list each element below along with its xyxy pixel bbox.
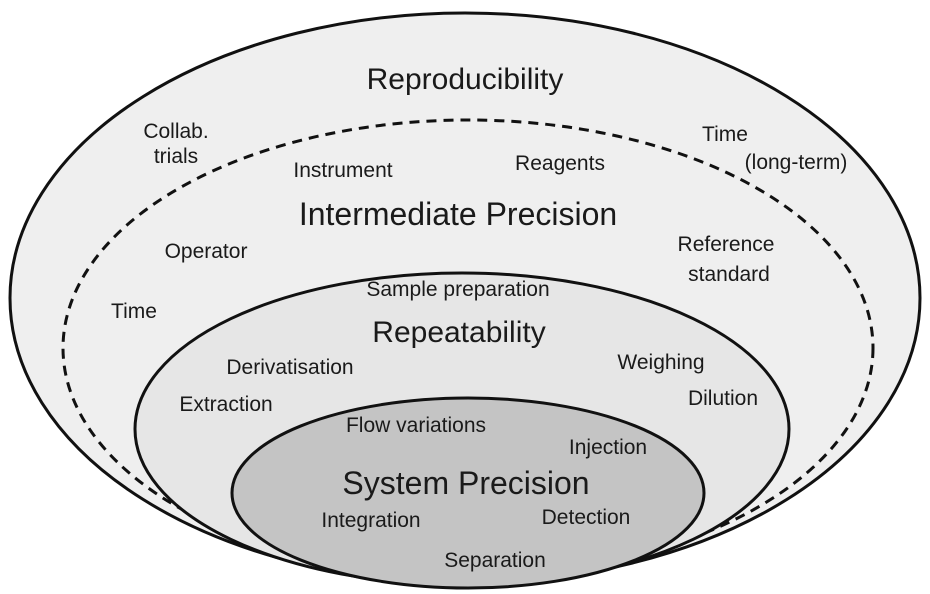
time-long-term-label-line2: (long-term) — [745, 151, 848, 174]
dilution-label: Dilution — [688, 387, 758, 410]
time-label: Time — [111, 300, 157, 323]
flow-variations-label: Flow variations — [346, 414, 486, 437]
sample-preparation-label: Sample preparation — [366, 278, 549, 301]
extraction-label: Extraction — [179, 393, 272, 416]
system-precision-ellipse — [230, 396, 706, 590]
detection-label: Detection — [542, 506, 631, 529]
reproducibility-title: Reproducibility — [367, 63, 564, 96]
weighing-label: Weighing — [617, 351, 704, 374]
time-long-term-label-line1: Time — [702, 123, 748, 146]
reference-standard-label-line2: standard — [688, 263, 770, 286]
collab-trials-label-line2: trials — [154, 145, 198, 168]
intermediate-precision-title: Intermediate Precision — [299, 196, 617, 232]
instrument-label: Instrument — [293, 159, 392, 182]
intermediate-precision-ellipse — [61, 118, 875, 578]
integration-label: Integration — [321, 509, 420, 532]
repeatability-title: Repeatability — [372, 316, 545, 349]
collab-trials-label-line1: Collab. — [143, 120, 208, 143]
system-precision-title: System Precision — [342, 465, 589, 501]
reference-standard-label-line1: Reference — [678, 233, 775, 256]
operator-label: Operator — [165, 240, 248, 263]
separation-label: Separation — [444, 549, 546, 572]
reagents-label: Reagents — [515, 152, 605, 175]
injection-label: Injection — [569, 436, 647, 459]
derivatisation-label: Derivatisation — [226, 356, 353, 379]
